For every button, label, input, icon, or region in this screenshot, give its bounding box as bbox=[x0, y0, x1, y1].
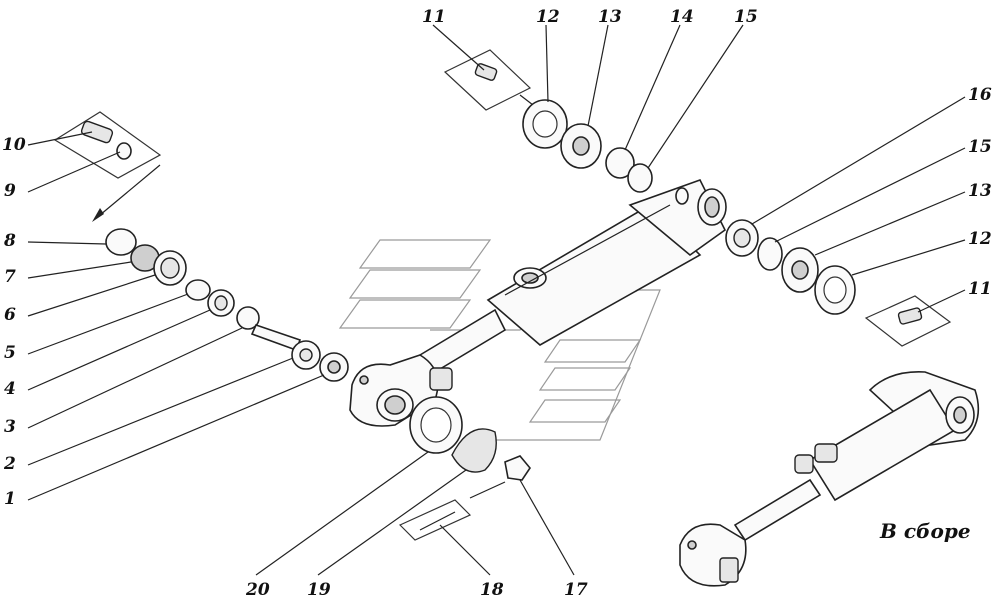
label-20: 20 bbox=[245, 580, 270, 600]
assembly-caption: В сборе bbox=[879, 519, 971, 543]
label-7: 7 bbox=[4, 267, 16, 287]
label-11-top: 11 bbox=[422, 7, 446, 27]
label-6: 6 bbox=[4, 305, 16, 325]
label-19: 19 bbox=[307, 580, 331, 600]
label-12-right: 12 bbox=[968, 229, 992, 249]
label-2: 2 bbox=[3, 454, 16, 474]
label-12-top: 12 bbox=[536, 7, 560, 27]
label-13-right: 13 bbox=[968, 181, 992, 201]
label-4: 4 bbox=[4, 379, 16, 399]
label-5: 5 bbox=[4, 343, 16, 363]
label-13-top: 13 bbox=[598, 7, 622, 27]
label-14: 14 bbox=[670, 7, 694, 27]
label-1: 1 bbox=[4, 489, 16, 509]
leader-lines bbox=[27, 24, 966, 576]
label-17: 17 bbox=[564, 580, 588, 600]
label-18: 18 bbox=[480, 580, 504, 600]
label-3: 3 bbox=[4, 417, 16, 437]
label-9: 9 bbox=[4, 181, 16, 201]
label-16: 16 bbox=[968, 85, 992, 105]
cylinder-assembly bbox=[349, 179, 727, 427]
label-11-right: 11 bbox=[968, 279, 992, 299]
label-15-right: 15 bbox=[968, 137, 992, 157]
label-8: 8 bbox=[3, 231, 16, 251]
bottom-parts bbox=[398, 396, 531, 541]
part-number-labels: 1 2 3 4 5 6 7 8 9 10 11 12 13 14 15 16 1… bbox=[2, 7, 992, 600]
label-15-top: 15 bbox=[734, 7, 758, 27]
label-10: 10 bbox=[2, 135, 26, 155]
assembled-view bbox=[679, 371, 980, 587]
right-parts bbox=[725, 219, 952, 347]
left-parts bbox=[53, 111, 349, 382]
top-parts bbox=[443, 49, 653, 193]
